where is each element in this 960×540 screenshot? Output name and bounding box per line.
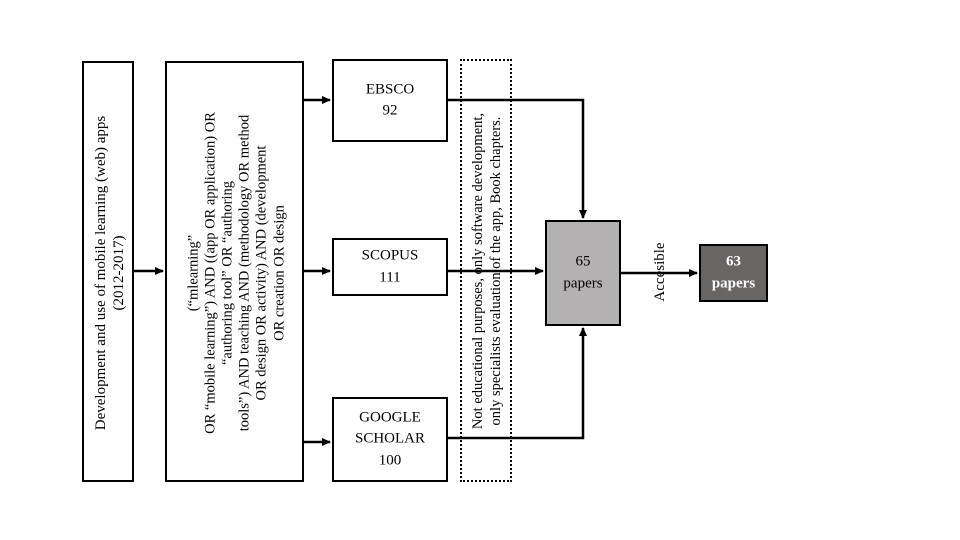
final-label: papers [711, 275, 756, 291]
database-box-scopus: SCOPUS 111 [332, 238, 448, 296]
database-name: GOOGLE [359, 408, 421, 425]
accessible-label: Accesible [652, 242, 668, 302]
database-count: 100 [378, 452, 402, 469]
exclusion-line-2: only specialists evaluation of the app, … [488, 116, 504, 426]
scope-title: Development and use of mobile learning (… [93, 115, 109, 431]
database-count: 111 [379, 269, 401, 285]
query-line: OR “mobile learning”) AND ((app OR appli… [202, 112, 219, 434]
final-papers-box: 63 papers [699, 244, 768, 302]
query-line: (“mlearning” [185, 234, 202, 312]
query-line: OR creation OR design [271, 205, 288, 341]
scope-years: (2012-2017) [111, 235, 127, 311]
database-name-line2: SCHOLAR [354, 430, 425, 447]
arrow-google-to-filtered [447, 327, 587, 440]
database-name: SCOPUS [361, 247, 419, 264]
exclusion-criteria-box: Not educational purposes, only software … [460, 59, 512, 482]
query-line: “authoring tool” OR “authoring [219, 180, 236, 366]
final-count: 63 [726, 253, 741, 270]
database-name: EBSCO [365, 80, 415, 97]
exclusion-criteria-text: Not educational purposes, only software … [469, 64, 505, 479]
database-box-google-scholar: GOOGLE SCHOLAR 100 [332, 397, 448, 482]
scope-box: Development and use of mobile learning (… [82, 61, 134, 482]
query-line: tools”) AND teaching AND (methodology OR… [237, 114, 253, 432]
arrow-ebsco-to-filtered [447, 98, 587, 219]
exclusion-line-1: Not educational purposes, only software … [469, 112, 486, 430]
filtered-count: 65 [575, 253, 591, 270]
query-line: OR design OR activity) AND (development [254, 145, 271, 401]
database-count: 92 [382, 102, 398, 119]
scope-text: Development and use of mobile learning (… [92, 68, 128, 478]
search-query-box: (“mlearning” OR “mobile learning”) AND (… [165, 61, 304, 482]
search-query-text: (“mlearning” OR “mobile learning”) AND (… [186, 66, 289, 481]
filtered-papers-box: 65 papers [545, 220, 621, 326]
filtered-label: papers [563, 275, 603, 291]
database-box-ebsco: EBSCO 92 [332, 59, 448, 142]
